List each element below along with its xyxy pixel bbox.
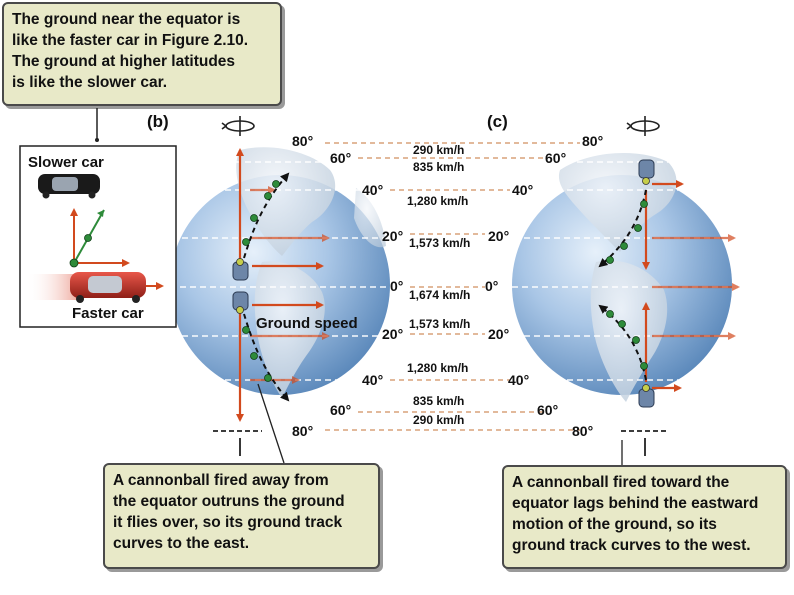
speed-60-top: 835 km/h <box>413 160 464 174</box>
speed-20-top: 1,573 km/h <box>409 236 470 250</box>
lat-60-right-top: 60° <box>545 150 566 166</box>
south-axis-marks <box>213 430 668 456</box>
speed-80-bottom: 290 km/h <box>413 413 464 427</box>
car-inset: Slower car Faster car <box>19 145 177 328</box>
panel-label-c: (c) <box>487 112 508 131</box>
callout-top-line-4: is like the slower car. <box>12 74 168 91</box>
slower-car-label: Slower car <box>28 154 104 171</box>
lat-60-left-top: 60° <box>330 150 351 166</box>
lat-20-right-top: 20° <box>488 228 509 244</box>
callout-br-line-1: A cannonball fired toward the <box>512 474 730 491</box>
cannon-icon <box>232 258 249 281</box>
lat-40-left-top: 40° <box>362 182 383 198</box>
callout-br-line-4: ground track curves to the west. <box>512 537 751 554</box>
panel-label-b: (b) <box>147 112 169 131</box>
callout-br-line-2: equator lags behind the eastward <box>512 495 759 512</box>
cannon-icon <box>232 291 249 314</box>
speed-20-bottom: 1,573 km/h <box>409 317 470 331</box>
lat-40-right-top: 40° <box>512 182 533 198</box>
ground-speed-arrows-b <box>236 148 330 422</box>
speed-40-bottom: 1,280 km/h <box>407 361 468 375</box>
rotation-icon <box>626 116 660 136</box>
lat-80-right-top: 80° <box>582 133 603 149</box>
callout-bottom-left: A cannonball fired away from the equator… <box>103 463 380 569</box>
lat-0-left: 0° <box>390 278 403 294</box>
rotation-icon <box>221 116 255 136</box>
lat-80-left-bottom: 80° <box>292 423 313 439</box>
faster-car-label: Faster car <box>72 305 144 322</box>
callout-bottom-right: A cannonball fired toward the equator la… <box>502 465 787 569</box>
cannon-icon <box>638 384 655 408</box>
lat-80-left-top: 80° <box>292 133 313 149</box>
speed-80-top: 290 km/h <box>413 143 464 157</box>
ground-track-c <box>598 189 647 381</box>
callout-top-line-2: like the faster car in Figure 2.10. <box>12 32 249 49</box>
latitude-labels: 80° 60° 40° 20° 0° 20° 40° 60° 80° 80° 6… <box>292 133 603 439</box>
callout-bl-line-3: it flies over, so its ground track <box>113 514 343 531</box>
track-dots-c <box>606 200 648 370</box>
ground-track-b <box>243 172 290 402</box>
callout-top-line-3: The ground at higher latitudes <box>12 53 236 70</box>
lat-80-right-bottom: 80° <box>572 423 593 439</box>
lat-20-right-bottom: 20° <box>488 326 509 342</box>
speed-labels: 290 km/h 835 km/h 1,280 km/h 1,573 km/h … <box>407 143 470 427</box>
cannon-icon <box>638 159 655 185</box>
callout-top-line-1: The ground near the equator is <box>12 11 241 28</box>
callout-bl-line-1: A cannonball fired away from <box>113 472 329 489</box>
callout-br-line-3: motion of the ground, so its <box>512 516 717 533</box>
speed-0: 1,674 km/h <box>409 288 470 302</box>
track-dots-b <box>242 180 280 382</box>
lat-60-left-bottom: 60° <box>330 402 351 418</box>
car-icon <box>38 174 100 199</box>
callout-bl-line-4: curves to the east. <box>113 535 250 552</box>
lat-40-right-bottom: 40° <box>508 372 529 388</box>
lat-0-right: 0° <box>485 278 498 294</box>
speed-40-top: 1,280 km/h <box>407 194 468 208</box>
callout-bl-line-2: the equator outruns the ground <box>113 493 345 510</box>
callout-pointer <box>257 383 285 464</box>
lat-60-right-bottom: 60° <box>537 402 558 418</box>
speed-60-bottom: 835 km/h <box>413 394 464 408</box>
globe-b <box>170 147 390 398</box>
callout-top: The ground near the equator is like the … <box>2 2 282 106</box>
ground-speed-label: Ground speed <box>256 315 358 332</box>
lat-40-left-bottom: 40° <box>362 372 383 388</box>
lat-20-left-top: 20° <box>382 228 403 244</box>
lat-20-left-bottom: 20° <box>382 326 403 342</box>
car-icon <box>70 272 146 303</box>
